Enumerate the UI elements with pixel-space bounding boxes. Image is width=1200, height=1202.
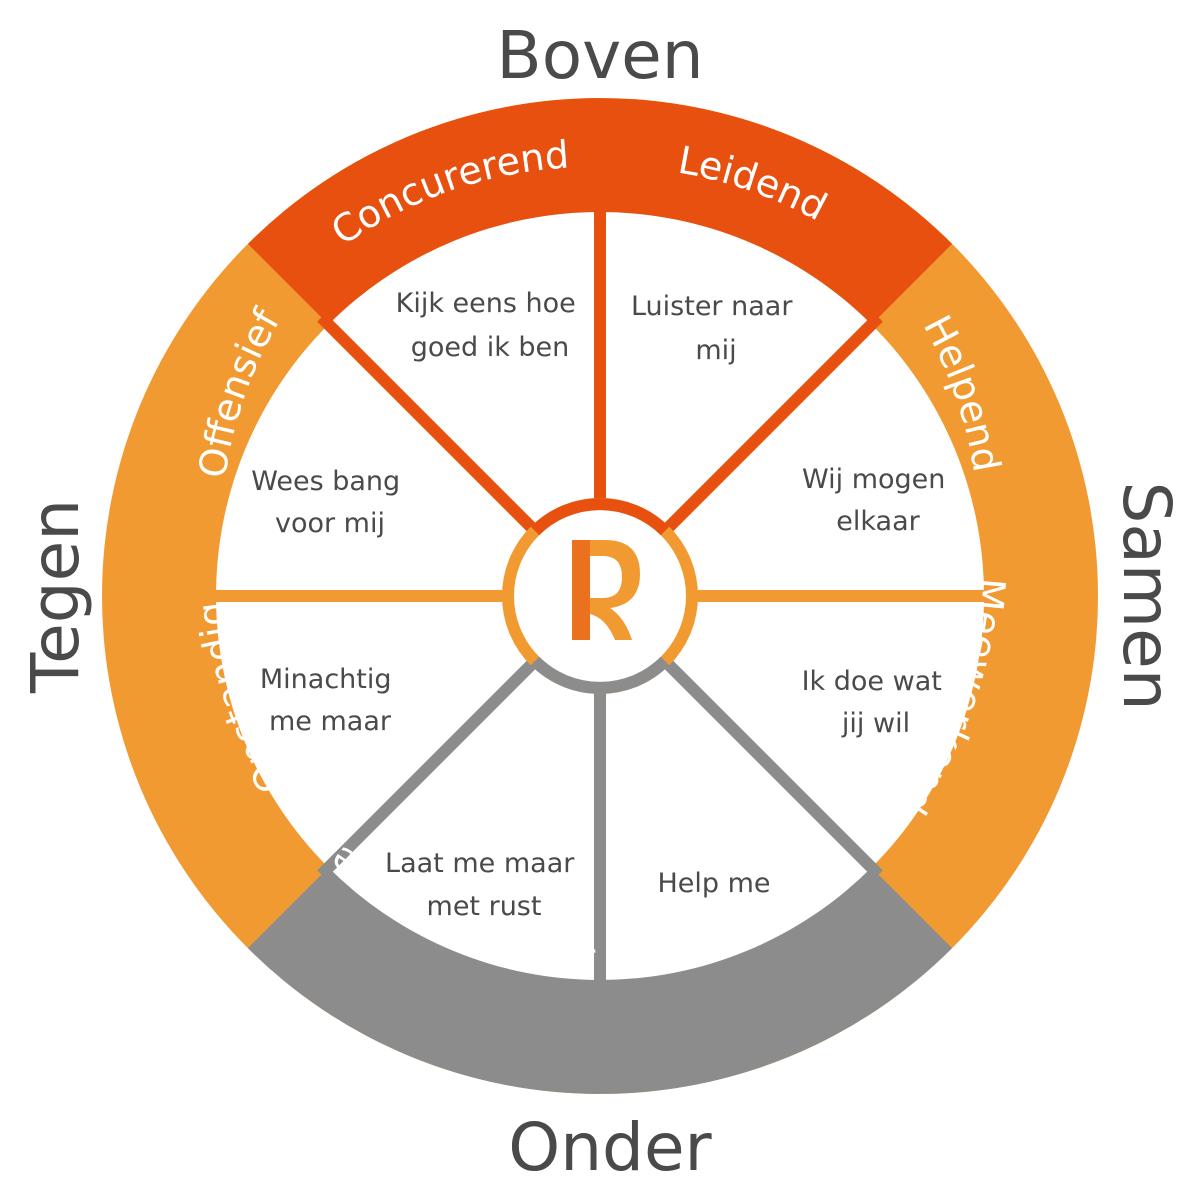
center-hub-top-arc — [530, 498, 670, 536]
segment-text-meewerkend: Ik doe wat jij wil — [802, 666, 951, 739]
segment-text-offensief: Wees bang voor mij — [251, 466, 409, 539]
segment-text-concurerend: Kijk eens hoe goed ik ben — [396, 288, 585, 363]
axis-label-bottom: Onder — [508, 1109, 712, 1186]
segment-text-afhankelijk: Help me — [657, 868, 770, 899]
axis-label-left: Tegen — [17, 499, 94, 694]
segment-text-helpend: Wij mogen elkaar — [802, 464, 954, 537]
segment-text-leidend: Luister naar mij — [631, 291, 801, 366]
segment-text-opstandig: Minachtig me maar — [260, 664, 400, 737]
r-logo-icon — [572, 540, 640, 640]
axis-label-top: Boven — [496, 17, 703, 94]
axis-label-right: Samen — [1108, 481, 1185, 710]
center-hub-bottom-arc — [530, 656, 670, 694]
segment-text-teruggetrokken: Laat me maar met rust — [385, 848, 583, 922]
